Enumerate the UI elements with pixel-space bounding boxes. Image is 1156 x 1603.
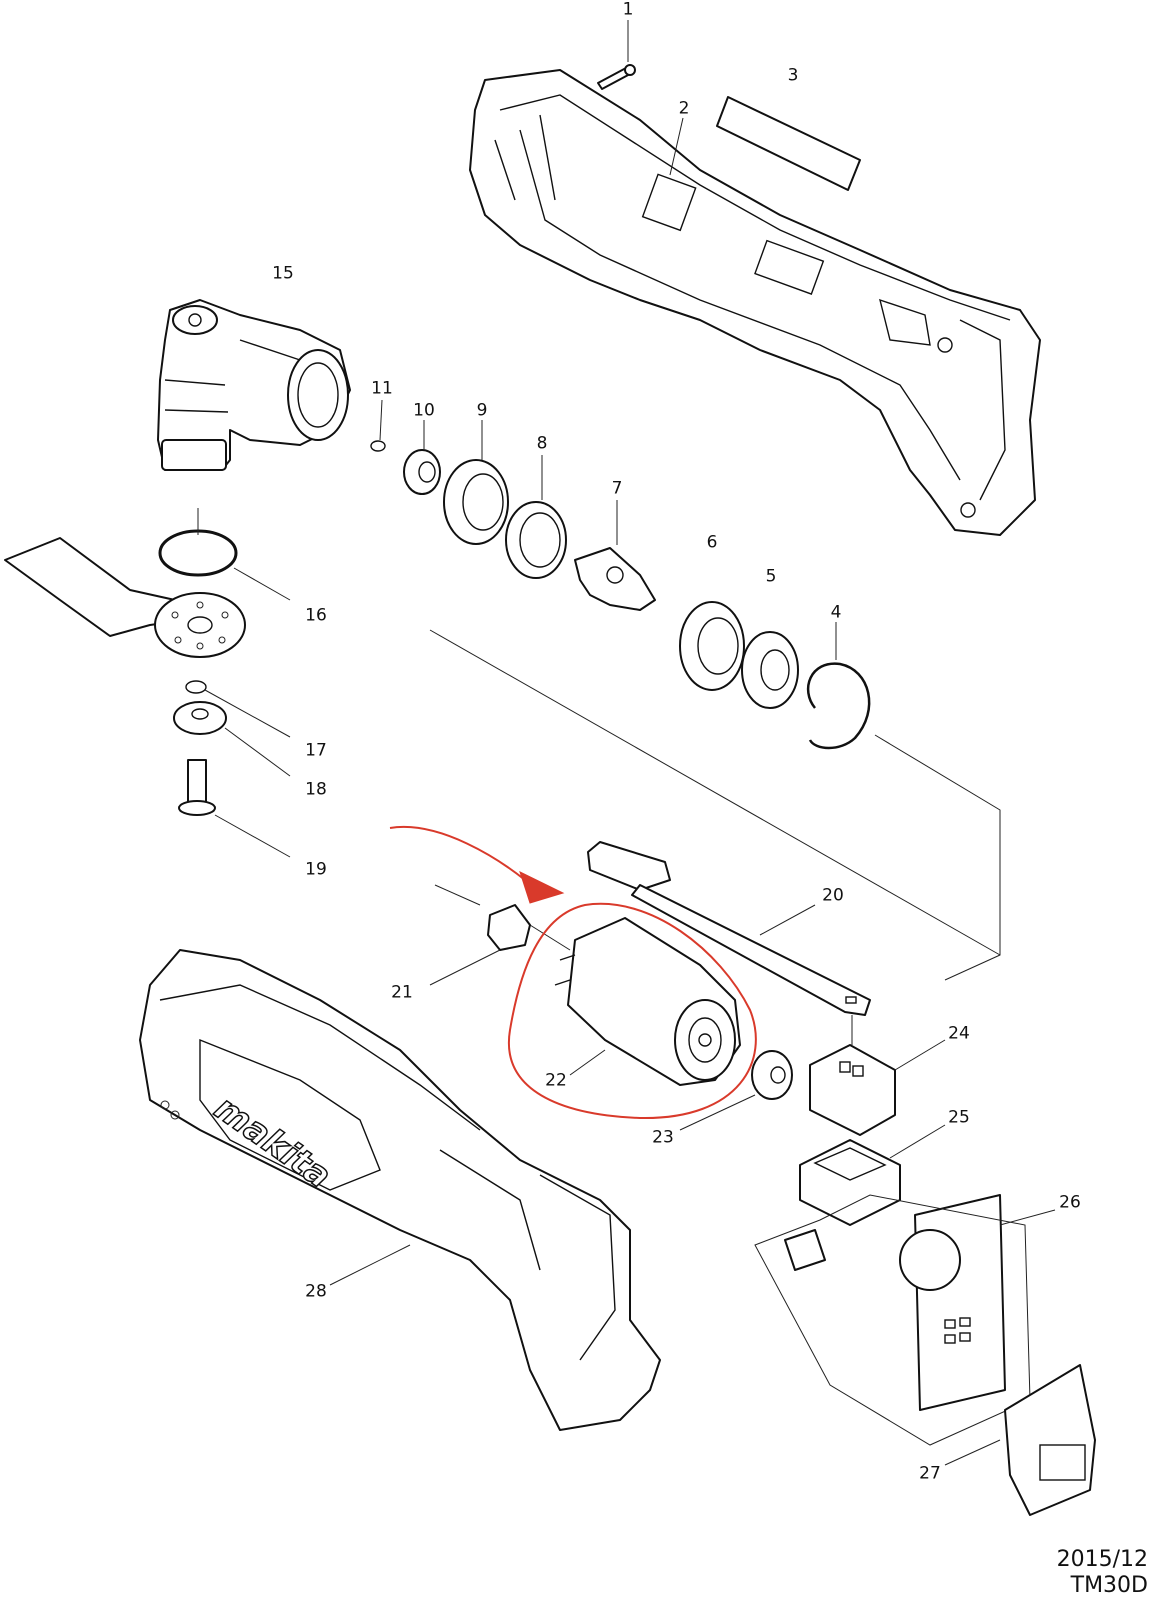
label-part-3 <box>716 96 861 191</box>
part-number-21: 21 <box>391 982 413 1003</box>
footer-model: TM30D <box>1070 1573 1148 1598</box>
washer-part-5 <box>741 631 799 709</box>
part-number-10: 10 <box>413 400 435 421</box>
part-number-15: 15 <box>272 263 294 284</box>
screw-part-1 <box>597 20 636 90</box>
part-number-24: 24 <box>948 1023 970 1044</box>
terminal-part-27 <box>1004 1364 1096 1516</box>
part-number-6: 6 <box>706 532 718 553</box>
holder-part-25 <box>799 1139 901 1226</box>
spindle-part-7 <box>574 547 656 611</box>
part-number-16: 16 <box>305 605 327 626</box>
red-highlight-circle <box>507 902 757 1120</box>
upper-housing-part-2 <box>469 69 1041 536</box>
part-number-1: 1 <box>622 0 634 20</box>
part-number-27: 27 <box>919 1463 941 1484</box>
red-arrow-line <box>389 825 526 881</box>
part-number-19: 19 <box>305 859 327 880</box>
part-number-7: 7 <box>611 478 623 499</box>
bushing-part-23 <box>751 1050 793 1100</box>
part-number-17: 17 <box>305 740 327 761</box>
washer-part-17 <box>185 680 207 694</box>
bearing-part-10 <box>403 449 441 495</box>
bearing-part-6 <box>679 601 745 691</box>
part-number-26: 26 <box>1059 1192 1081 1213</box>
controller-part-26 <box>784 1194 1006 1411</box>
part-number-8: 8 <box>536 433 548 454</box>
part-number-18: 18 <box>305 779 327 800</box>
part-number-5: 5 <box>765 566 777 587</box>
part-number-9: 9 <box>476 400 488 421</box>
part-number-25: 25 <box>948 1107 970 1128</box>
o-ring-part-16 <box>158 529 238 577</box>
part-number-2: 2 <box>678 98 690 119</box>
part-number-28: 28 <box>305 1281 327 1302</box>
circlip-part-4 <box>806 662 871 750</box>
motor-part-22 <box>554 917 741 1086</box>
bearing-part-9 <box>443 459 509 545</box>
switch-lever-part-20 <box>587 841 871 1016</box>
retaining-ring-part-11 <box>370 440 386 452</box>
part-number-3: 3 <box>787 65 799 86</box>
part-number-11: 11 <box>371 378 393 399</box>
gear-housing-part-15 <box>157 299 351 471</box>
switch-part-24 <box>809 1044 896 1136</box>
sleeve-part-8 <box>505 501 567 579</box>
part-number-23: 23 <box>652 1127 674 1148</box>
bearing-part-18 <box>173 701 227 735</box>
part-number-4: 4 <box>830 602 842 623</box>
cap-part-21 <box>487 904 531 951</box>
red-arrow-head-icon <box>519 871 565 904</box>
part-number-22: 22 <box>545 1070 567 1091</box>
part-number-20: 20 <box>822 885 844 906</box>
bolt-part-19 <box>178 759 216 816</box>
blade-accessory <box>4 537 246 658</box>
lower-housing-part-28 <box>139 949 661 1431</box>
footer-date: 2015/12 <box>1056 1547 1148 1572</box>
